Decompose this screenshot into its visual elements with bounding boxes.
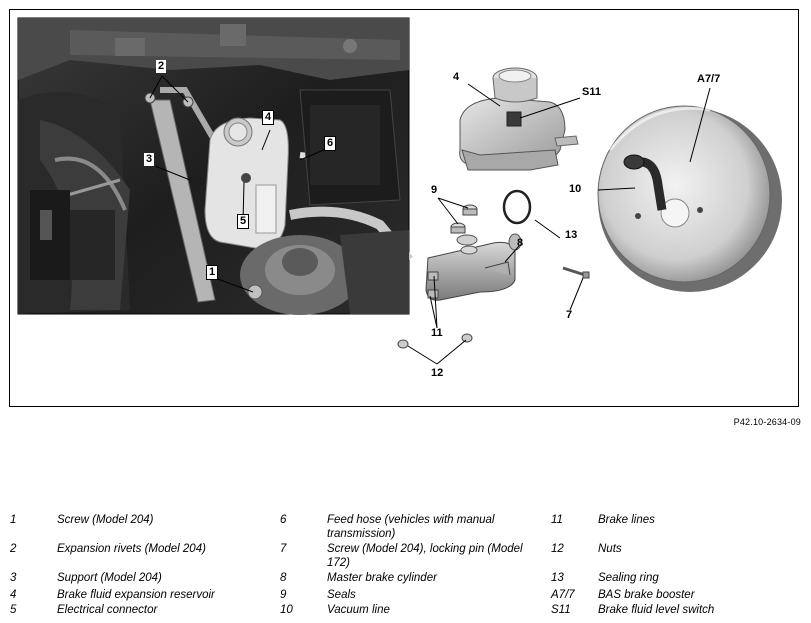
legend-text: Electrical connector xyxy=(57,604,158,616)
legend-text: Screw (Model 204) xyxy=(57,514,154,526)
legend-text: Support (Model 204) xyxy=(57,572,162,584)
callout-13: 13 xyxy=(565,229,578,241)
legend-text: Seals xyxy=(327,589,356,601)
callout-3: 3 xyxy=(144,153,155,166)
engine-bay-photo xyxy=(17,17,413,315)
legend-text: Brake fluid expansion reservoir xyxy=(57,589,215,601)
callout-2: 2 xyxy=(156,60,167,73)
callout-7: 7 xyxy=(566,309,573,321)
callout-12: 12 xyxy=(431,367,444,379)
callout-8: 8 xyxy=(517,237,524,249)
legend-text: Sealing ring xyxy=(598,572,659,584)
sealing-ring-drawing xyxy=(502,189,532,225)
legend-text: Nuts xyxy=(598,543,622,555)
legend-text: Screw (Model 204), locking pin (Model 17… xyxy=(327,543,523,569)
brake-booster-drawing xyxy=(597,105,782,292)
legend-text: Brake fluid level switch xyxy=(598,604,715,616)
callout-A7-7: A7/7 xyxy=(697,73,721,85)
legend-text: Vacuum line xyxy=(327,604,390,616)
callout-S11: S11 xyxy=(582,86,601,98)
legend-number: 13 xyxy=(551,572,564,584)
callout-5: 5 xyxy=(237,214,250,229)
legend-number: 10 xyxy=(280,604,293,616)
callout-4-photo: 4 xyxy=(262,110,275,125)
callout-10: 10 xyxy=(569,183,582,195)
legend-number: 12 xyxy=(551,543,564,555)
legend-text: BAS brake booster xyxy=(598,589,695,601)
callout-4: 4 xyxy=(453,71,460,83)
reservoir-drawing xyxy=(459,67,579,171)
callout-11: 11 xyxy=(431,327,443,339)
master-cylinder-drawing xyxy=(425,204,522,301)
legend-number: 7 xyxy=(280,543,287,555)
legend-number: 2 xyxy=(10,543,17,555)
figure-frame: 2 3 1 4 5 6 4 S11 A7/7 10 9 13 8 7 11 12 xyxy=(9,9,799,407)
legend-number: 3 xyxy=(10,572,17,584)
legend-number: 9 xyxy=(280,589,287,601)
legend-number: 5 xyxy=(10,604,17,616)
nuts-drawing xyxy=(397,333,473,349)
legend-number: S11 xyxy=(551,604,571,616)
callout-1: 1 xyxy=(206,265,219,280)
leader-lines xyxy=(149,75,711,365)
legend-text: Expansion rivets (Model 204) xyxy=(57,543,206,555)
legend-number: 1 xyxy=(10,514,17,526)
legend-text: Master brake cylinder xyxy=(327,572,437,584)
callout-9: 9 xyxy=(431,184,438,196)
screw-drawing xyxy=(562,266,590,279)
legend-number: 6 xyxy=(280,514,287,526)
legend-number: 8 xyxy=(280,572,287,584)
legend-number: 11 xyxy=(551,514,563,526)
legend-number: A7/7 xyxy=(551,589,575,601)
legend-text: Feed hose (vehicles with manual transmis… xyxy=(327,514,495,540)
legend-number: 4 xyxy=(10,589,17,601)
legend-text: Brake lines xyxy=(598,514,655,526)
parts-illustration xyxy=(17,17,782,365)
figure-reference: P42.10-2634-09 xyxy=(733,417,801,427)
callout-6: 6 xyxy=(324,136,337,151)
